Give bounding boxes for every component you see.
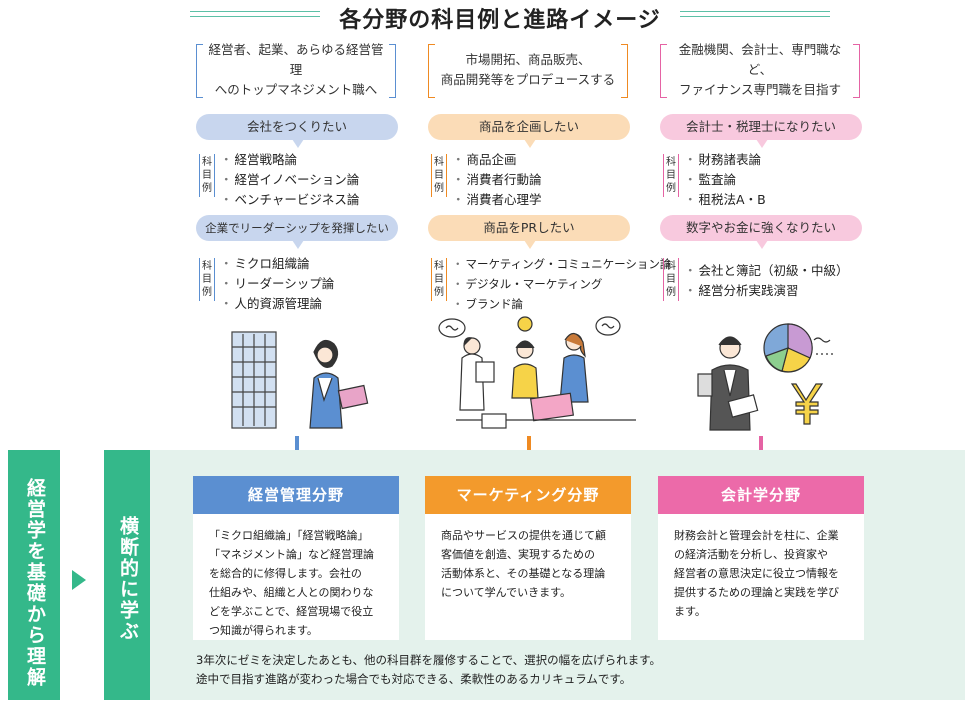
page-title: 各分野の科目例と進路イメージ <box>339 8 661 33</box>
team-meeting-icon <box>438 316 636 429</box>
goal-line: 市場開拓、商品販売、 <box>465 52 591 67</box>
desc-line: つ知識が得られます。 <box>209 624 318 637</box>
desc-line: 経営者の意思決定に役立つ情報を <box>674 567 839 580</box>
arrow-stem <box>295 436 299 456</box>
building-woman-laptop-illustration <box>231 331 369 429</box>
goal-marketing: 市場開拓、商品販売、商品開発等をプロデュースする <box>428 44 628 98</box>
desc-line: の経済活動を分析し、投資家や <box>674 548 828 561</box>
building-icon <box>231 331 277 429</box>
field-title-management: 経営管理分野 <box>193 476 399 514</box>
title-decoration-left <box>190 11 320 21</box>
subject-item: 監査論 <box>684 170 766 190</box>
subject-item: 消費者心理学 <box>452 190 542 210</box>
subject-item: 経営分析実践演習 <box>684 281 849 301</box>
kamoku-label: 科目例 <box>663 154 679 197</box>
wish-bubble-accountant: 会計士・税理士になりたい <box>660 114 862 148</box>
subject-list: 商品企画 消費者行動論 消費者心理学 <box>452 150 542 210</box>
desc-line: ます。 <box>674 605 706 618</box>
subject-list: 会社と簿記（初級・中級） 経営分析実践演習 <box>684 261 849 301</box>
kamoku-label: 科目例 <box>199 154 215 197</box>
title-decoration-right <box>680 11 830 21</box>
subject-item: 経営イノベーション論 <box>220 170 360 190</box>
subject-item: マーケティング・コミュニケーション論 <box>452 254 672 274</box>
cross-study-label-bar: 横断的に学ぶ <box>104 450 150 700</box>
desc-line: 「マネジメント論」など経営理論 <box>209 548 374 561</box>
pie-chart-icon <box>763 323 836 373</box>
subject-item: リーダーシップ論 <box>220 274 335 294</box>
subject-item: 経営戦略論 <box>220 150 359 170</box>
wish-bubble-plan-product: 商品を企画したい <box>428 114 630 148</box>
man-calculator-icon <box>697 336 759 431</box>
cross-study-label: 横断的に学ぶ <box>117 516 139 642</box>
desc-line: どを学ぶことで、経営現場で役立 <box>209 605 374 618</box>
kamoku-label: 科目例 <box>199 258 215 301</box>
desc-line: 商品やサービスの提供を通じて顧 <box>441 529 606 542</box>
yen-icon <box>790 383 824 425</box>
subject-list: 経営戦略論 経営イノベーション論 ベンチャービジネス論 <box>220 150 360 210</box>
field-description: 財務会計と管理会計を柱に、企業 の経済活動を分析し、投資家や 経営者の意思決定に… <box>674 526 850 621</box>
note-line: 3年次にゼミを決定したあとも、他の科目群を履修することで、選択の幅を広げられます… <box>196 653 662 667</box>
field-title-accounting: 会計学分野 <box>658 476 864 514</box>
desc-line: 仕組みや、組織と人との関わりな <box>209 586 374 599</box>
wish-bubble-promote-product: 商品をPRしたい <box>428 215 630 249</box>
subject-item: 消費者行動論 <box>452 170 542 190</box>
field-description: 商品やサービスの提供を通じて顧 客価値を創造、実現するための 活動体系と、その基… <box>441 526 617 602</box>
subject-item: ベンチャービジネス論 <box>220 190 360 210</box>
wish-bubble-numbers: 数字やお金に強くなりたい <box>660 215 862 249</box>
woman-laptop-icon <box>309 339 369 429</box>
subject-list: ミクロ組織論 リーダーシップ論 人的資源管理論 <box>220 254 335 314</box>
goal-line: 金融機関、会計士、専門職など、 <box>678 42 842 77</box>
goal-line: 商品開発等をプロデュースする <box>440 72 616 87</box>
subject-list: マーケティング・コミュニケーション論 デジタル・マーケティング ブランド論 <box>452 254 672 314</box>
subject-item: 人的資源管理論 <box>220 294 334 314</box>
note-line: 途中で目指す進路が変わった場合でも対応できる、柔軟性のあるカリキュラムです。 <box>196 672 632 686</box>
goal-management: 経営者、起業、あらゆる経営管理へのトップマネジメント職へ <box>196 42 396 98</box>
curriculum-note: 3年次にゼミを決定したあとも、他の科目群を履修することで、選択の幅を広げられます… <box>196 651 661 689</box>
wish-bubble-leadership: 企業でリーダーシップを発揮したい <box>196 215 398 249</box>
kamoku-label: 科目例 <box>431 154 447 197</box>
arrow-stem <box>759 436 763 456</box>
field-title-marketing: マーケティング分野 <box>425 476 631 514</box>
goal-accounting: 金融機関、会計士、専門職など、ファイナンス専門職を目指す <box>660 42 860 98</box>
subject-item: ミクロ組織論 <box>220 254 334 274</box>
right-triangle-icon <box>72 570 86 590</box>
field-description: 「ミクロ組織論」「経営戦略論」 「マネジメント論」など経営理論 を総合的に修得し… <box>209 526 385 640</box>
field-card-management: 「ミクロ組織論」「経営戦略論」 「マネジメント論」など経営理論 を総合的に修得し… <box>193 514 399 640</box>
accountant-illustration <box>697 323 836 431</box>
subject-item: 租税法A・B <box>684 190 766 210</box>
foundation-label: 経営学を基礎から理解 <box>24 478 46 688</box>
desc-line: 財務会計と管理会計を柱に、企業 <box>674 529 839 542</box>
arrow-stem <box>527 436 531 456</box>
wish-bubble-create-company: 会社をつくりたい <box>196 114 398 148</box>
desc-line: について学んでいきます。 <box>441 586 572 599</box>
subject-item: 財務諸表論 <box>684 150 766 170</box>
desc-line: 提供するための理論と実践を学び <box>674 586 839 599</box>
desc-line: 「ミクロ組織論」「経営戦略論」 <box>209 529 369 542</box>
field-card-marketing: 商品やサービスの提供を通じて顧 客価値を創造、実現するための 活動体系と、その基… <box>425 514 631 640</box>
team-meeting-illustration <box>438 316 636 429</box>
desc-line: を総合的に修得します。会社の <box>209 567 362 580</box>
field-card-accounting: 財務会計と管理会計を柱に、企業 の経済活動を分析し、投資家や 経営者の意思決定に… <box>658 514 864 640</box>
goal-line: へのトップマネジメント職へ <box>214 82 378 97</box>
subject-list: 財務諸表論 監査論 租税法A・B <box>684 150 766 210</box>
kamoku-label: 科目例 <box>663 258 679 301</box>
subject-item: 商品企画 <box>452 150 542 170</box>
goal-line: ファイナンス専門職を目指す <box>678 82 841 97</box>
subject-item: ブランド論 <box>452 294 671 314</box>
desc-line: 客価値を創造、実現するための <box>441 548 595 561</box>
desc-line: 活動体系と、その基礎となる理論 <box>441 567 606 580</box>
subject-item: 会社と簿記（初級・中級） <box>684 261 849 281</box>
foundation-label-bar: 経営学を基礎から理解 <box>8 450 60 700</box>
subject-item: デジタル・マーケティング <box>452 274 671 294</box>
goal-line: 経営者、起業、あらゆる経営管理 <box>208 42 384 77</box>
kamoku-label: 科目例 <box>431 258 447 301</box>
